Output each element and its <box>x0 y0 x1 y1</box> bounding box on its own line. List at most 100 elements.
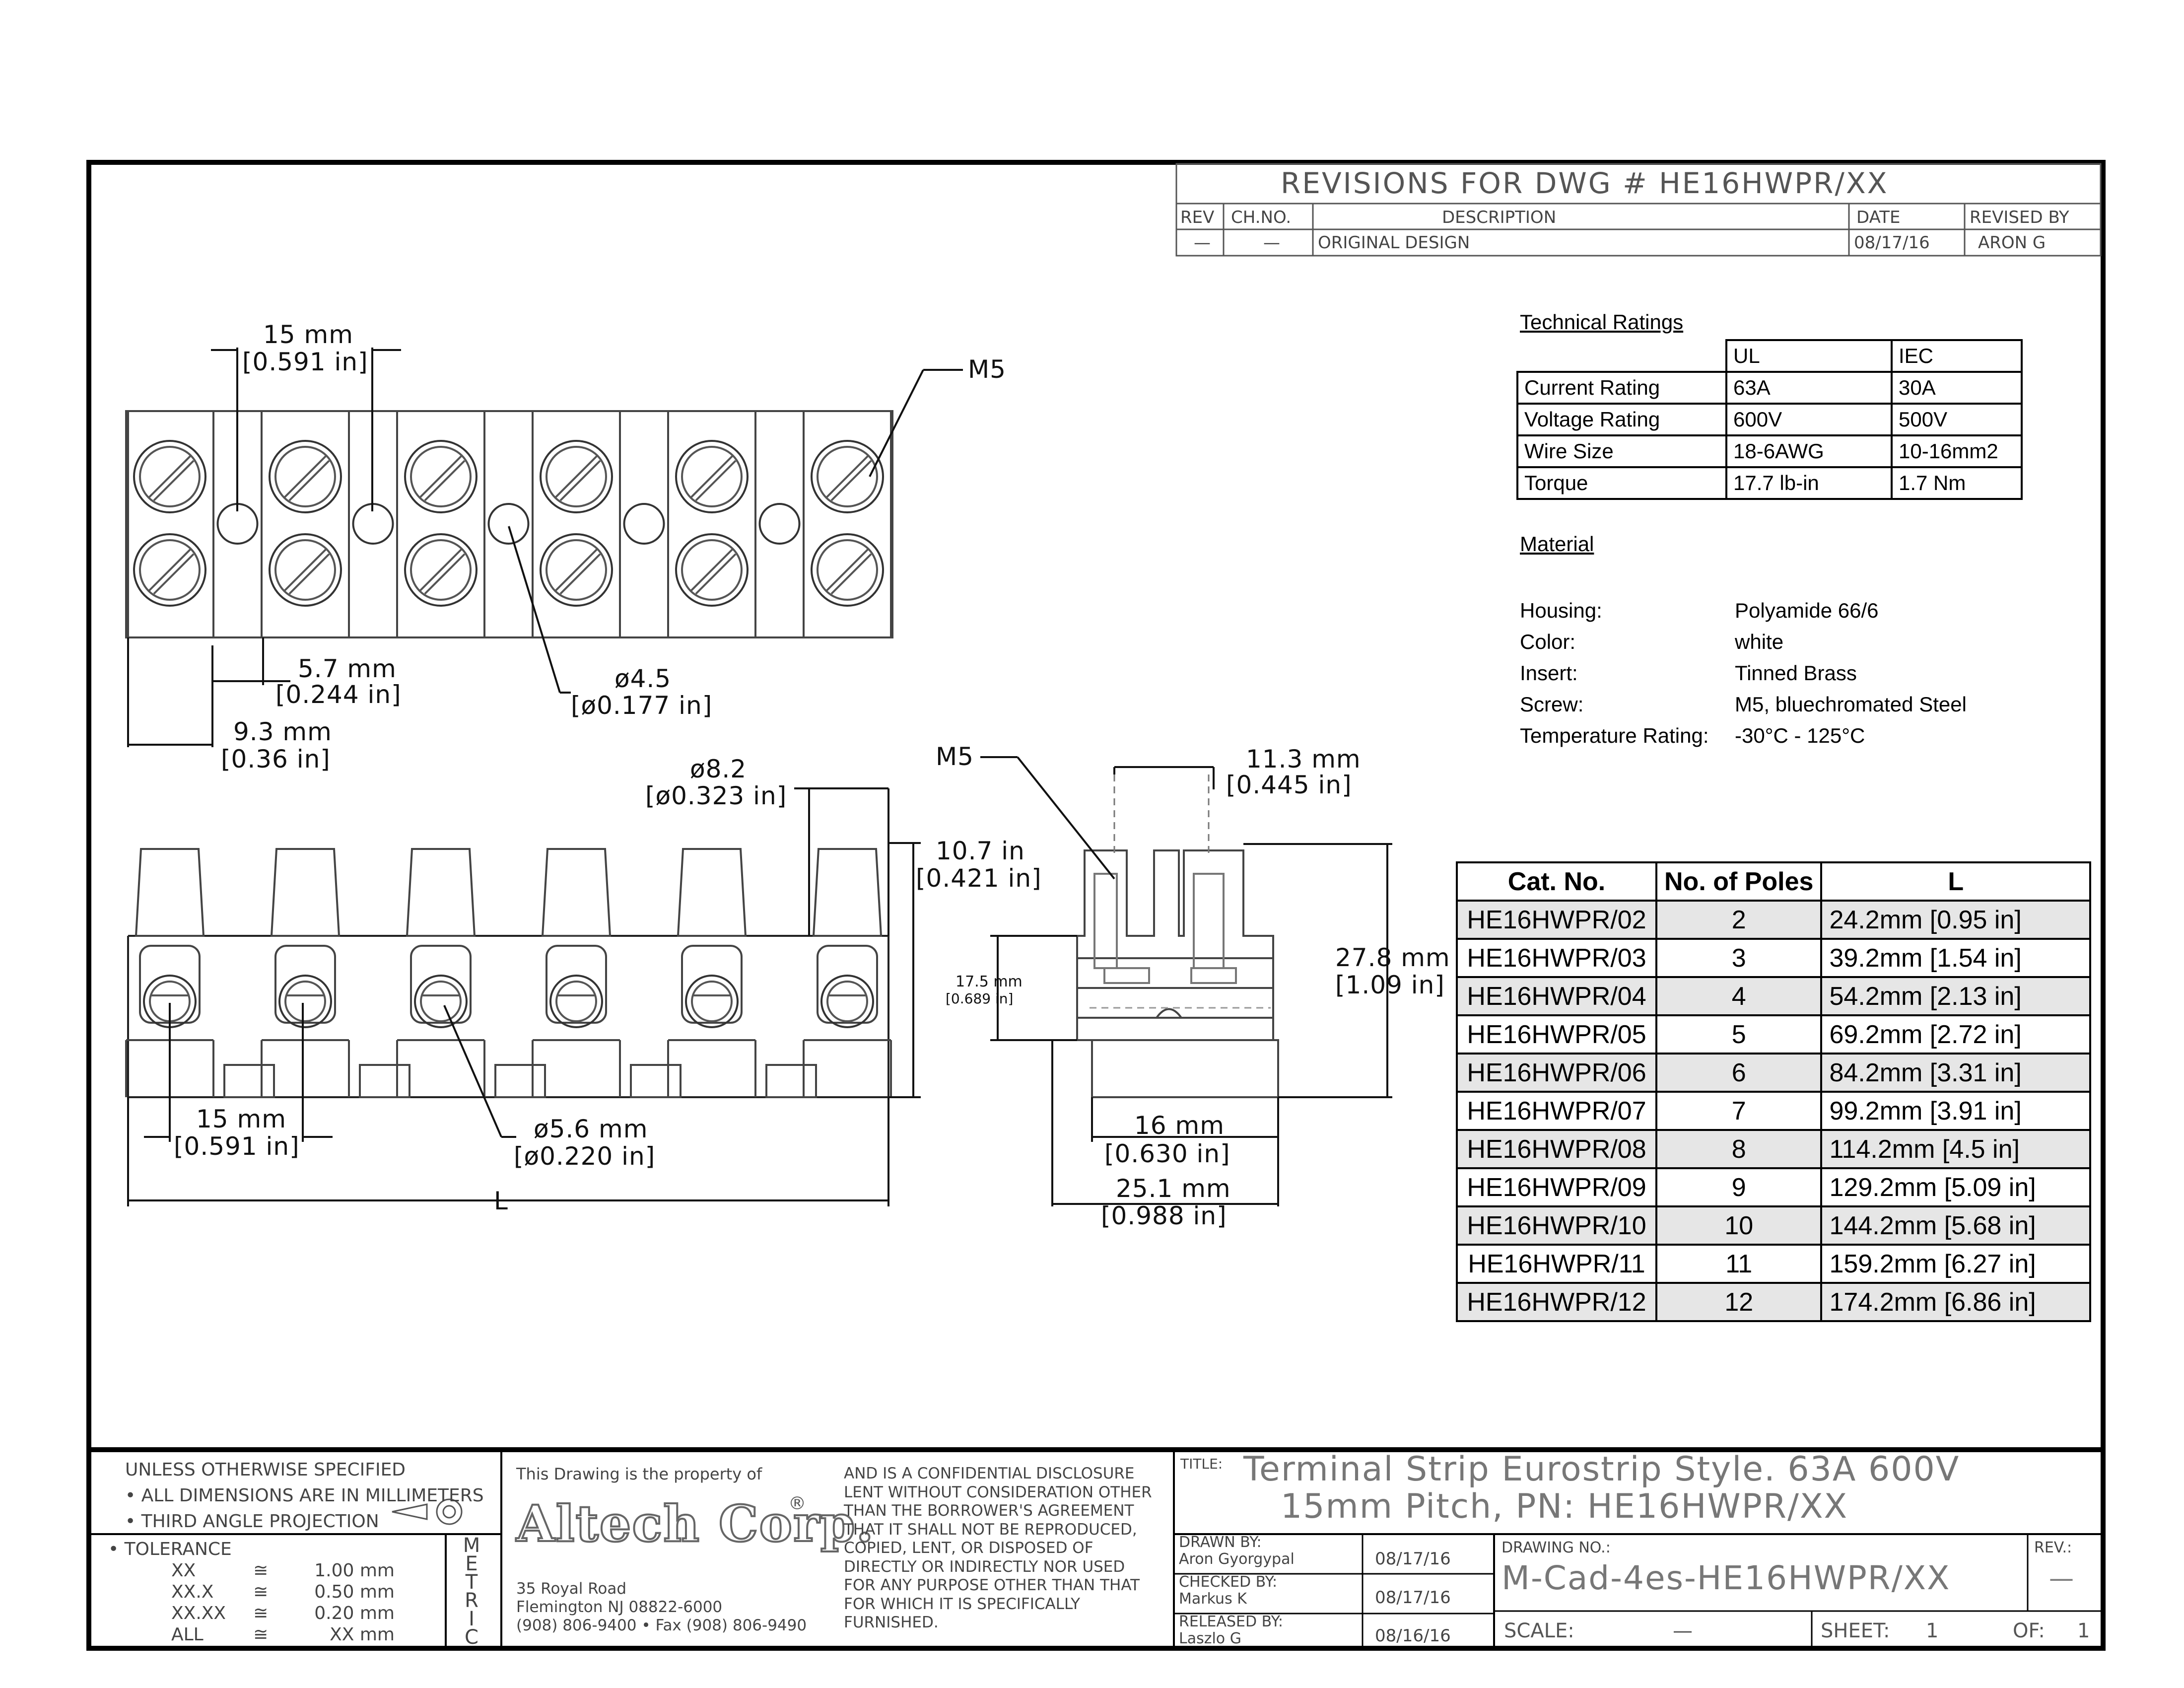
material-values: Polyamide 66/6 white Tinned Brass M5, bl… <box>1735 595 1967 751</box>
scale-value: — <box>1673 1619 1693 1642</box>
title-block-grid <box>86 1447 2106 1651</box>
rev-header-rev: REV <box>1180 208 1215 227</box>
dim-w251-in: [0.988 in] <box>1101 1201 1227 1230</box>
wire-entry-icon <box>685 975 739 1028</box>
released-date: 08/16/16 <box>1375 1626 1451 1646</box>
drawing-title-line1: Terminal Strip Eurostrip Style. 63A 600V <box>1243 1450 1960 1489</box>
material-label: Temperature Rating: <box>1520 724 1709 747</box>
screw-head-icon <box>404 440 478 513</box>
screw-head-icon <box>540 440 613 513</box>
dim-w16-mm: 16 mm <box>1134 1111 1225 1140</box>
mounting-hole-icon <box>758 503 801 545</box>
tech-row: Torque 17.7 lb-in 1.7 Nm <box>1516 466 2023 500</box>
dim-edge-mm: 9.3 mm <box>233 717 332 746</box>
screw-head-icon <box>133 533 206 607</box>
material-value: Tinned Brass <box>1735 661 1857 685</box>
dim-pitch-top-mm: 15 mm <box>263 320 353 349</box>
screw-head-icon <box>675 533 749 607</box>
mounting-hole-icon <box>623 503 665 545</box>
company-address: 35 Royal Road Flemington NJ 08822-6000 (… <box>516 1580 807 1634</box>
sheet-value: 1 <box>1926 1619 1939 1642</box>
dim-h175-mm: 17.5 mm <box>956 973 1023 990</box>
wire-entry-icon <box>820 975 874 1028</box>
cat-header-poles: No. of Poles <box>1655 861 1823 902</box>
dim-m5-side: M5 <box>936 742 974 771</box>
material-value: white <box>1735 630 1784 653</box>
rev-header-description: DESCRIPTION <box>1442 208 1557 227</box>
dim-edge-in: [0.36 in] <box>221 745 331 774</box>
drawn-date: 08/17/16 <box>1375 1549 1451 1569</box>
material-value: -30°C - 125°C <box>1735 724 1865 747</box>
tech-row: Current Rating 63A 30A <box>1516 371 2023 405</box>
rev-row-date: 08/17/16 <box>1854 233 1930 253</box>
dimension-lines <box>127 348 1392 1206</box>
screw-head-icon <box>540 533 613 607</box>
cat-header-length: L <box>1820 861 2091 902</box>
tech-row: Voltage Rating 600V 500V <box>1516 403 2023 436</box>
technical-ratings-table: UL IEC Current Rating 63A 30A Voltage Ra… <box>1516 339 2023 500</box>
drawing-border <box>86 160 2106 1651</box>
drawing-number-label: DRAWING NO.: <box>1502 1539 1611 1556</box>
of-label: OF: <box>2013 1619 2045 1642</box>
property-note: This Drawing is the property of <box>516 1465 762 1483</box>
drawing-title-line2: 15mm Pitch, PN: HE16HWPR/XX <box>1281 1487 1848 1526</box>
scale-label: SCALE: <box>1504 1619 1574 1642</box>
material-label: Insert: <box>1520 661 1578 685</box>
dim-pitch-top-in: [0.591 in] <box>242 348 368 376</box>
dim-w113-in: [0.445 in] <box>1226 771 1352 799</box>
screw-head-icon <box>675 440 749 513</box>
material-labels: Housing: Color: Insert: Screw: Temperatu… <box>1520 595 1709 751</box>
rev-row-description: ORIGINAL DESIGN <box>1318 233 1470 253</box>
rev-header-revised-by: REVISED BY <box>1970 208 2069 227</box>
checked-by: CHECKED BY: Markus K <box>1179 1573 1278 1608</box>
title-label: TITLE: <box>1180 1456 1223 1472</box>
mounting-hole-icon <box>487 503 530 545</box>
rev-header-chno: CH.NO. <box>1231 208 1292 227</box>
drawn-by: DRAWN BY: Aron Gyorgypal <box>1179 1534 1295 1568</box>
dim-gap-mm: 5.7 mm <box>298 654 397 683</box>
dim-hole-mm: ø4.5 <box>614 664 672 693</box>
wire-entry-icon <box>278 975 332 1028</box>
rev-label: REV.: <box>2034 1539 2072 1556</box>
side-section-view <box>1076 774 1279 1098</box>
sheet-label: SHEET: <box>1821 1619 1890 1642</box>
rev-row-chno: — <box>1263 233 1280 253</box>
material-heading: Material <box>1520 532 1594 556</box>
screw-head-icon <box>811 533 884 607</box>
tech-row: Wire Size 18-6AWG 10-16mm2 <box>1516 434 2023 468</box>
confidentiality-notice: AND IS A CONFIDENTIAL DISCLOSURE LENT WI… <box>844 1465 1152 1631</box>
top-view <box>125 410 893 638</box>
dim-m5-top: M5 <box>968 355 1006 384</box>
material-label: Color: <box>1520 630 1576 653</box>
dim-h278-in: [1.09 in] <box>1335 971 1445 999</box>
tolerance-values: 1.00 mm 0.50 mm 0.20 mm XX mm <box>314 1560 395 1645</box>
dim-gap-in: [0.244 in] <box>275 680 402 709</box>
dim-w251-mm: 25.1 mm <box>1116 1174 1231 1203</box>
dim-length-label: L <box>494 1187 508 1215</box>
dim-dia82-mm: ø8.2 <box>690 755 747 783</box>
registered-mark-icon: ® <box>788 1493 806 1514</box>
revisions-grid <box>1175 163 2102 257</box>
released-by: RELEASED BY: Laszlo G <box>1179 1613 1284 1647</box>
dim-w113-mm: 11.3 mm <box>1246 745 1361 774</box>
dim-h107-mm: 10.7 in <box>936 837 1025 865</box>
dim-h107-in: [0.421 in] <box>916 864 1042 893</box>
dim-h278-mm: 27.8 mm <box>1335 943 1450 972</box>
wire-entry-icon <box>414 975 468 1028</box>
technical-ratings-heading: Technical Ratings <box>1520 310 1684 334</box>
tech-header-ul: UL <box>1725 339 1893 373</box>
material-value: M5, bluechromated Steel <box>1735 693 1967 716</box>
rev-row-rev: — <box>1194 233 1211 253</box>
material-label: Housing: <box>1520 599 1602 622</box>
revisions-title: REVISIONS FOR DWG # HE16HWPR/XX <box>1281 166 1889 200</box>
dim-pitch-front-mm: 15 mm <box>196 1105 286 1133</box>
of-value: 1 <box>2077 1619 2090 1642</box>
